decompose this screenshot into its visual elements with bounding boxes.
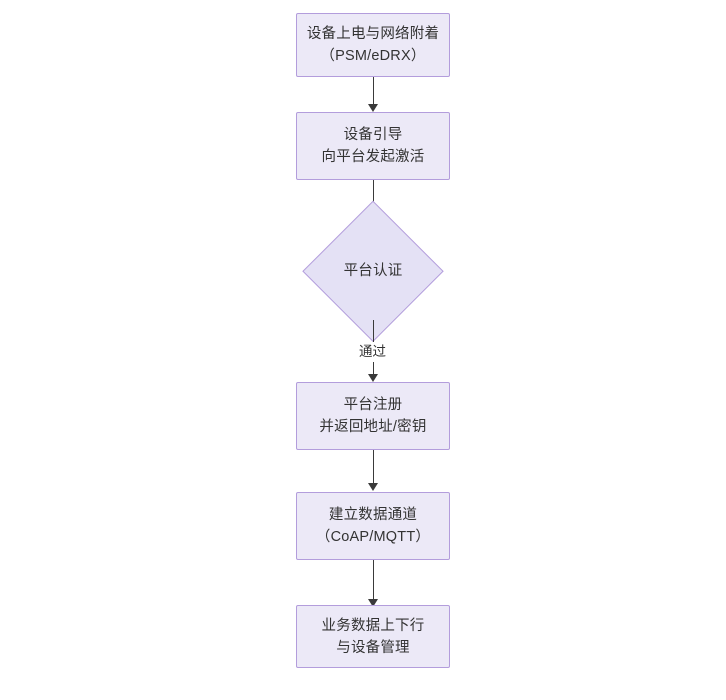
flow-node-label: 平台认证: [343, 263, 403, 279]
flow-node-platform-auth[interactable]: 平台认证: [302, 200, 444, 342]
flow-arrowhead-power-on-to-bootstrap: [368, 104, 378, 112]
flow-node-data-channel[interactable]: 建立数据通道 （CoAP/MQTT）: [296, 492, 450, 560]
flow-node-platform-register[interactable]: 平台注册 并返回地址/密钥: [296, 382, 450, 450]
flow-node-bootstrap[interactable]: 设备引导 向平台发起激活: [296, 112, 450, 180]
flow-edge-data-channel-to-business-data: [373, 560, 374, 600]
flow-edge-label-pass: 通过: [356, 342, 389, 362]
flow-node-label: 设备上电与网络附着 （PSM/eDRX）: [306, 26, 440, 64]
flow-node-label: 平台注册 并返回地址/密钥: [319, 397, 427, 435]
flow-arrowhead-platform-auth-to-register: [368, 374, 378, 382]
flow-node-label: 建立数据通道 （CoAP/MQTT）: [315, 507, 431, 545]
flow-node-power-on[interactable]: 设备上电与网络附着 （PSM/eDRX）: [296, 13, 450, 77]
flow-node-label: 设备引导 向平台发起激活: [321, 127, 425, 165]
flow-edge-bootstrap-to-platform-auth: [373, 180, 374, 214]
flow-arrowhead-register-to-data-channel: [368, 483, 378, 491]
flow-node-label: 业务数据上下行 与设备管理: [321, 617, 425, 656]
flow-node-business-data[interactable]: 业务数据上下行 与设备管理: [296, 605, 450, 668]
flow-edge-power-on-to-bootstrap: [373, 77, 374, 105]
flow-edge-register-to-data-channel: [373, 450, 374, 484]
flow-arrowhead-data-channel-to-business-data: [368, 599, 378, 607]
